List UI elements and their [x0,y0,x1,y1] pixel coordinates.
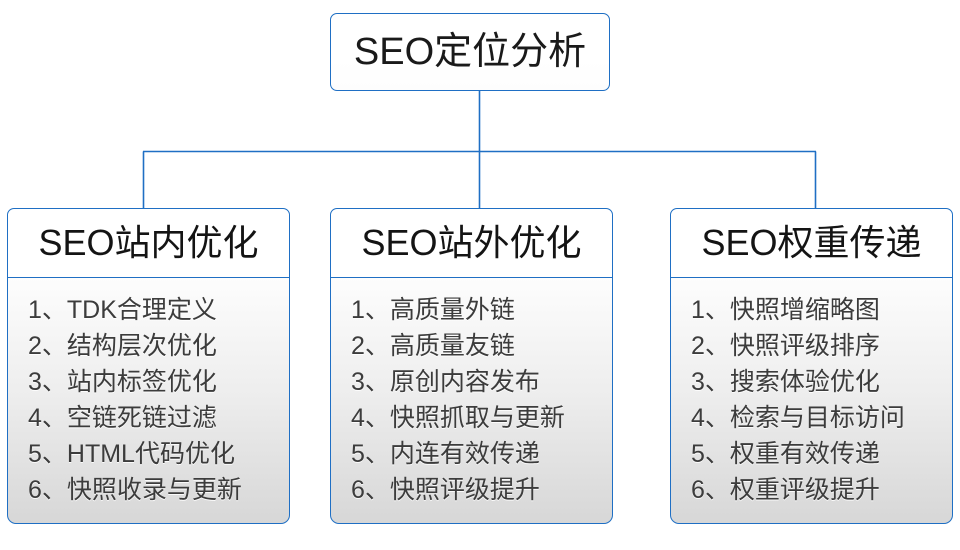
column-header-title: SEO站外优化 [361,222,582,263]
column-header-seo-offsite[interactable]: SEO站外优化 [330,208,613,278]
list-item: 2、 结构层次优化 [28,328,289,364]
list-item: 1、 TDK合理定义 [28,292,289,328]
list-item-label: 空链死链过滤 [66,403,217,432]
list-item-label: 原创内容发布 [389,367,540,396]
list-item-label: 快照抓取与更新 [389,403,565,432]
list-item-index: 1、 [351,295,390,324]
list-item: 5、 权重有效传递 [691,436,952,472]
column-header-seo-weight-transfer[interactable]: SEO权重传递 [670,208,953,278]
list-item-label: TDK合理定义 [66,295,217,324]
root-node-title: SEO定位分析 [353,31,587,73]
item-list-seo-offsite: 1、 高质量外链 2、 高质量友链 3、 原创内容发布 4、 快照抓取与更新 5… [331,292,612,508]
list-item-index: 2、 [691,331,730,360]
list-item-label: 快照评级排序 [729,331,880,360]
list-item-index: 4、 [351,403,390,432]
list-item-label: 快照增缩略图 [729,295,880,324]
list-item-index: 4、 [28,403,67,432]
item-list-seo-weight-transfer: 1、 快照增缩略图 2、 快照评级排序 3、 搜索体验优化 4、 检索与目标访问… [671,292,952,508]
list-item: 3、 搜索体验优化 [691,364,952,400]
list-item-index: 2、 [28,331,67,360]
list-item-index: 2、 [351,331,390,360]
column-body-seo-weight-transfer: 1、 快照增缩略图 2、 快照评级排序 3、 搜索体验优化 4、 检索与目标访问… [670,276,953,524]
column-header-title: SEO站内优化 [38,222,259,263]
list-item-index: 3、 [691,367,730,396]
list-item-index: 5、 [28,439,67,468]
list-item-index: 3、 [351,367,390,396]
list-item: 4、 检索与目标访问 [691,400,952,436]
list-item-index: 1、 [28,295,67,324]
column-body-seo-onsite: 1、 TDK合理定义 2、 结构层次优化 3、 站内标签优化 4、 空链死链过滤… [7,276,290,524]
list-item: 6、 快照收录与更新 [28,472,289,508]
column-seo-weight-transfer: SEO权重传递 1、 快照增缩略图 2、 快照评级排序 3、 搜索体验优化 4、 [670,208,953,524]
list-item-index: 6、 [28,475,67,504]
list-item-label: HTML代码优化 [66,439,235,468]
list-item-index: 3、 [28,367,67,396]
list-item-label: 结构层次优化 [66,331,217,360]
list-item-label: 内连有效传递 [389,439,540,468]
list-item: 3、 站内标签优化 [28,364,289,400]
list-item: 5、 内连有效传递 [351,436,612,472]
list-item: 4、 快照抓取与更新 [351,400,612,436]
list-item-index: 6、 [351,475,390,504]
list-item: 4、 空链死链过滤 [28,400,289,436]
column-body-seo-offsite: 1、 高质量外链 2、 高质量友链 3、 原创内容发布 4、 快照抓取与更新 5… [330,276,613,524]
list-item-index: 4、 [691,403,730,432]
list-item-index: 5、 [351,439,390,468]
list-item: 1、 高质量外链 [351,292,612,328]
list-item-label: 检索与目标访问 [729,403,905,432]
list-item-label: 权重有效传递 [729,439,880,468]
column-header-seo-onsite[interactable]: SEO站内优化 [7,208,290,278]
item-list-seo-onsite: 1、 TDK合理定义 2、 结构层次优化 3、 站内标签优化 4、 空链死链过滤… [8,292,289,508]
column-seo-offsite: SEO站外优化 1、 高质量外链 2、 高质量友链 3、 原创内容发布 4、 快 [330,208,613,524]
list-item: 1、 快照增缩略图 [691,292,952,328]
list-item: 2、 快照评级排序 [691,328,952,364]
list-item-index: 6、 [691,475,730,504]
list-item: 5、 HTML代码优化 [28,436,289,472]
list-item: 2、 高质量友链 [351,328,612,364]
list-item-label: 搜索体验优化 [729,367,880,396]
list-item: 3、 原创内容发布 [351,364,612,400]
column-header-title: SEO权重传递 [701,222,922,263]
list-item-label: 快照收录与更新 [66,475,242,504]
root-node[interactable]: SEO定位分析 [330,13,610,91]
list-item-label: 权重评级提升 [729,475,880,504]
list-item-label: 高质量友链 [389,331,515,360]
list-item-label: 高质量外链 [389,295,515,324]
list-item: 6、 权重评级提升 [691,472,952,508]
list-item-label: 站内标签优化 [66,367,217,396]
list-item-index: 1、 [691,295,730,324]
list-item-label: 快照评级提升 [389,475,540,504]
list-item-index: 5、 [691,439,730,468]
column-seo-onsite: SEO站内优化 1、 TDK合理定义 2、 结构层次优化 3、 站内标签优化 4… [7,208,290,524]
list-item: 6、 快照评级提升 [351,472,612,508]
